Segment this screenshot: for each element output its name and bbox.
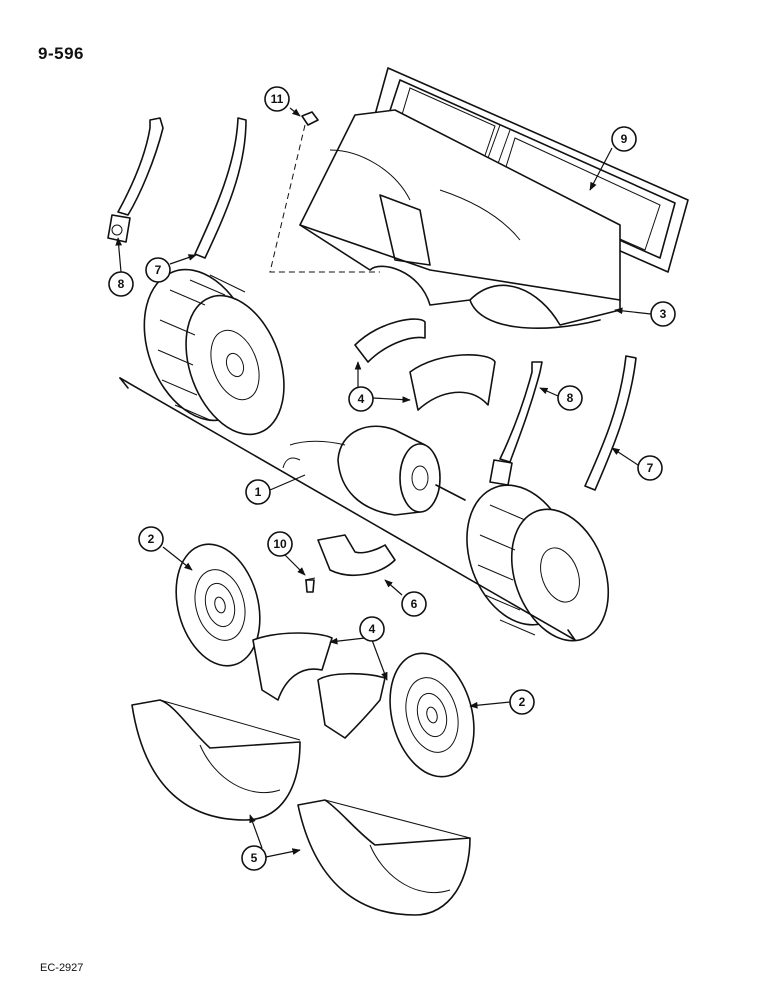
callout-3: 3 <box>650 301 676 327</box>
callout-1-label: 1 <box>255 485 262 499</box>
callout-4-lower: 4 <box>359 616 385 642</box>
callout-6: 6 <box>401 591 427 617</box>
callout-7-right-label: 7 <box>647 461 654 475</box>
blower-wheel-left-part <box>143 268 285 436</box>
blower-housing-lower-right-part <box>297 799 471 916</box>
callout-6-label: 6 <box>411 597 418 611</box>
motor-bracket-part <box>317 534 396 576</box>
callout-3-label: 3 <box>660 307 667 321</box>
blower-wheel-right-part <box>466 484 610 642</box>
callout-1: 1 <box>245 479 271 505</box>
callout-2-right-label: 2 <box>519 695 526 709</box>
callout-4-lower-label: 4 <box>369 622 376 636</box>
callout-4-upper-label: 4 <box>358 392 365 406</box>
blower-motor-part <box>282 425 466 516</box>
screw-part <box>304 577 316 593</box>
callout-7-right: 7 <box>637 455 663 481</box>
callout-7-left: 7 <box>145 257 171 283</box>
callout-10: 10 <box>267 531 293 557</box>
callout-7-left-label: 7 <box>155 263 162 277</box>
callout-2-left: 2 <box>138 526 164 552</box>
callout-2-right: 2 <box>509 689 535 715</box>
callout-8-right: 8 <box>557 385 583 411</box>
callout-8-left: 8 <box>108 271 134 297</box>
inlet-ring-left-part <box>175 543 261 667</box>
callout-2-left-label: 2 <box>148 532 155 546</box>
figure-code: EC-2927 <box>40 962 84 974</box>
callout-9-label: 9 <box>621 132 628 146</box>
blower-housing-upper-part <box>299 109 621 329</box>
callout-11: 11 <box>264 86 290 112</box>
inlet-ring-right-part <box>389 652 475 778</box>
hose-left-part <box>194 117 247 259</box>
callout-8-left-label: 8 <box>118 277 125 291</box>
callout-9: 9 <box>611 126 637 152</box>
strap-left-part <box>107 117 164 243</box>
callout-10-label: 10 <box>273 537 287 551</box>
clip-part <box>301 111 319 126</box>
strap-right-part <box>489 361 543 486</box>
callout-5: 5 <box>241 845 267 871</box>
page-number: 9-596 <box>38 44 84 63</box>
callout-11-label: 11 <box>271 92 284 106</box>
hose-right-part <box>584 355 637 491</box>
callout-4-upper: 4 <box>348 386 374 412</box>
callout-5-label: 5 <box>251 851 258 865</box>
blower-housing-lower-left-part <box>131 699 301 821</box>
housing-clamp-lower-part <box>252 632 386 739</box>
housing-clamp-upper-part <box>354 318 496 411</box>
callout-8-right-label: 8 <box>567 391 574 405</box>
